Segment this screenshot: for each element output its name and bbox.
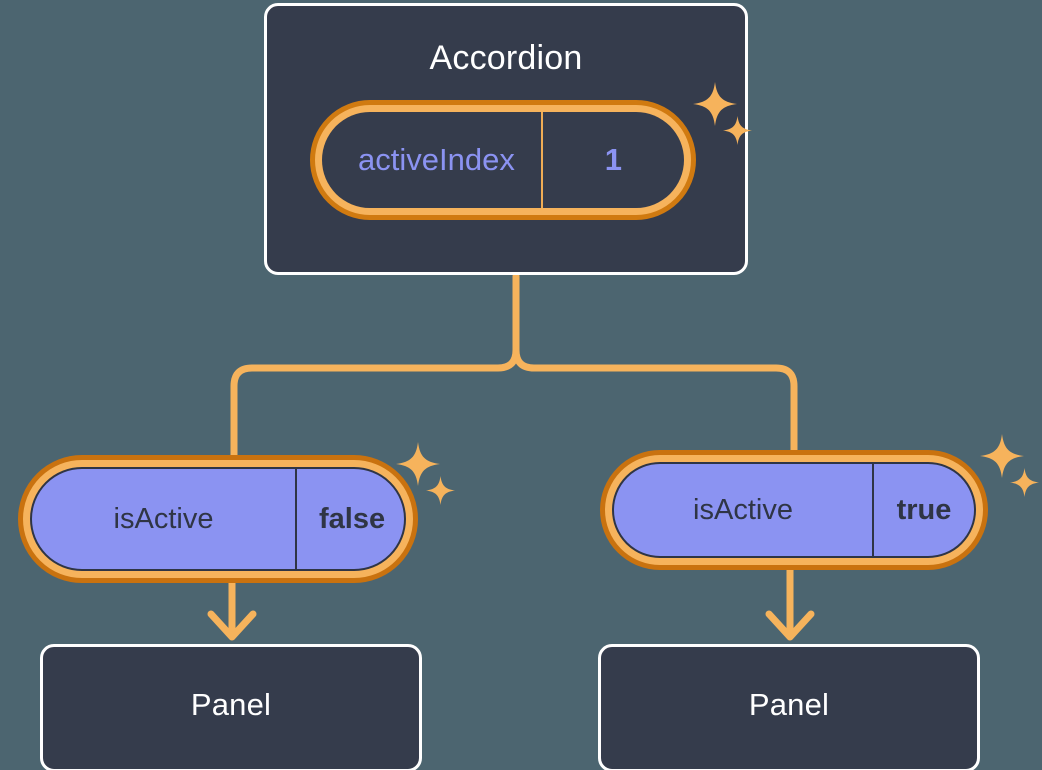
state-pill-body: activeIndex 1 (322, 112, 684, 208)
prop-pill-is-active-false[interactable]: isActive false (18, 455, 418, 583)
panel-right-title: Panel (748, 687, 830, 722)
sparkle-group-right (980, 434, 1042, 506)
prop-pill-body: isActive true (612, 462, 976, 558)
accordion-title: Accordion (429, 39, 583, 77)
wire-branch-left (230, 346, 520, 459)
prop-pill-body: isActive false (30, 467, 406, 571)
prop-value-label: true (872, 464, 974, 556)
component-node-panel-right[interactable]: Panel (598, 644, 980, 770)
arrowhead-left-panel (207, 610, 257, 641)
component-node-panel-left[interactable]: Panel (40, 644, 422, 770)
state-pill-active-index[interactable]: activeIndex 1 (310, 100, 696, 220)
prop-pill-is-active-true[interactable]: isActive true (600, 450, 988, 570)
prop-key-label: isActive (113, 502, 214, 535)
prop-value-label: false (295, 469, 404, 569)
panel-left-title: Panel (190, 687, 272, 722)
sparkle-four-point-small-icon (426, 476, 455, 505)
state-key-label: activeIndex (358, 142, 515, 177)
sparkle-four-point-large-icon (980, 434, 1024, 478)
sparkle-four-point-small-icon (1010, 468, 1039, 497)
arrowhead-right-panel (765, 610, 815, 641)
prop-key-label: isActive (693, 493, 793, 526)
state-value-label: 1 (540, 112, 684, 208)
wire-branch-right (512, 346, 798, 459)
